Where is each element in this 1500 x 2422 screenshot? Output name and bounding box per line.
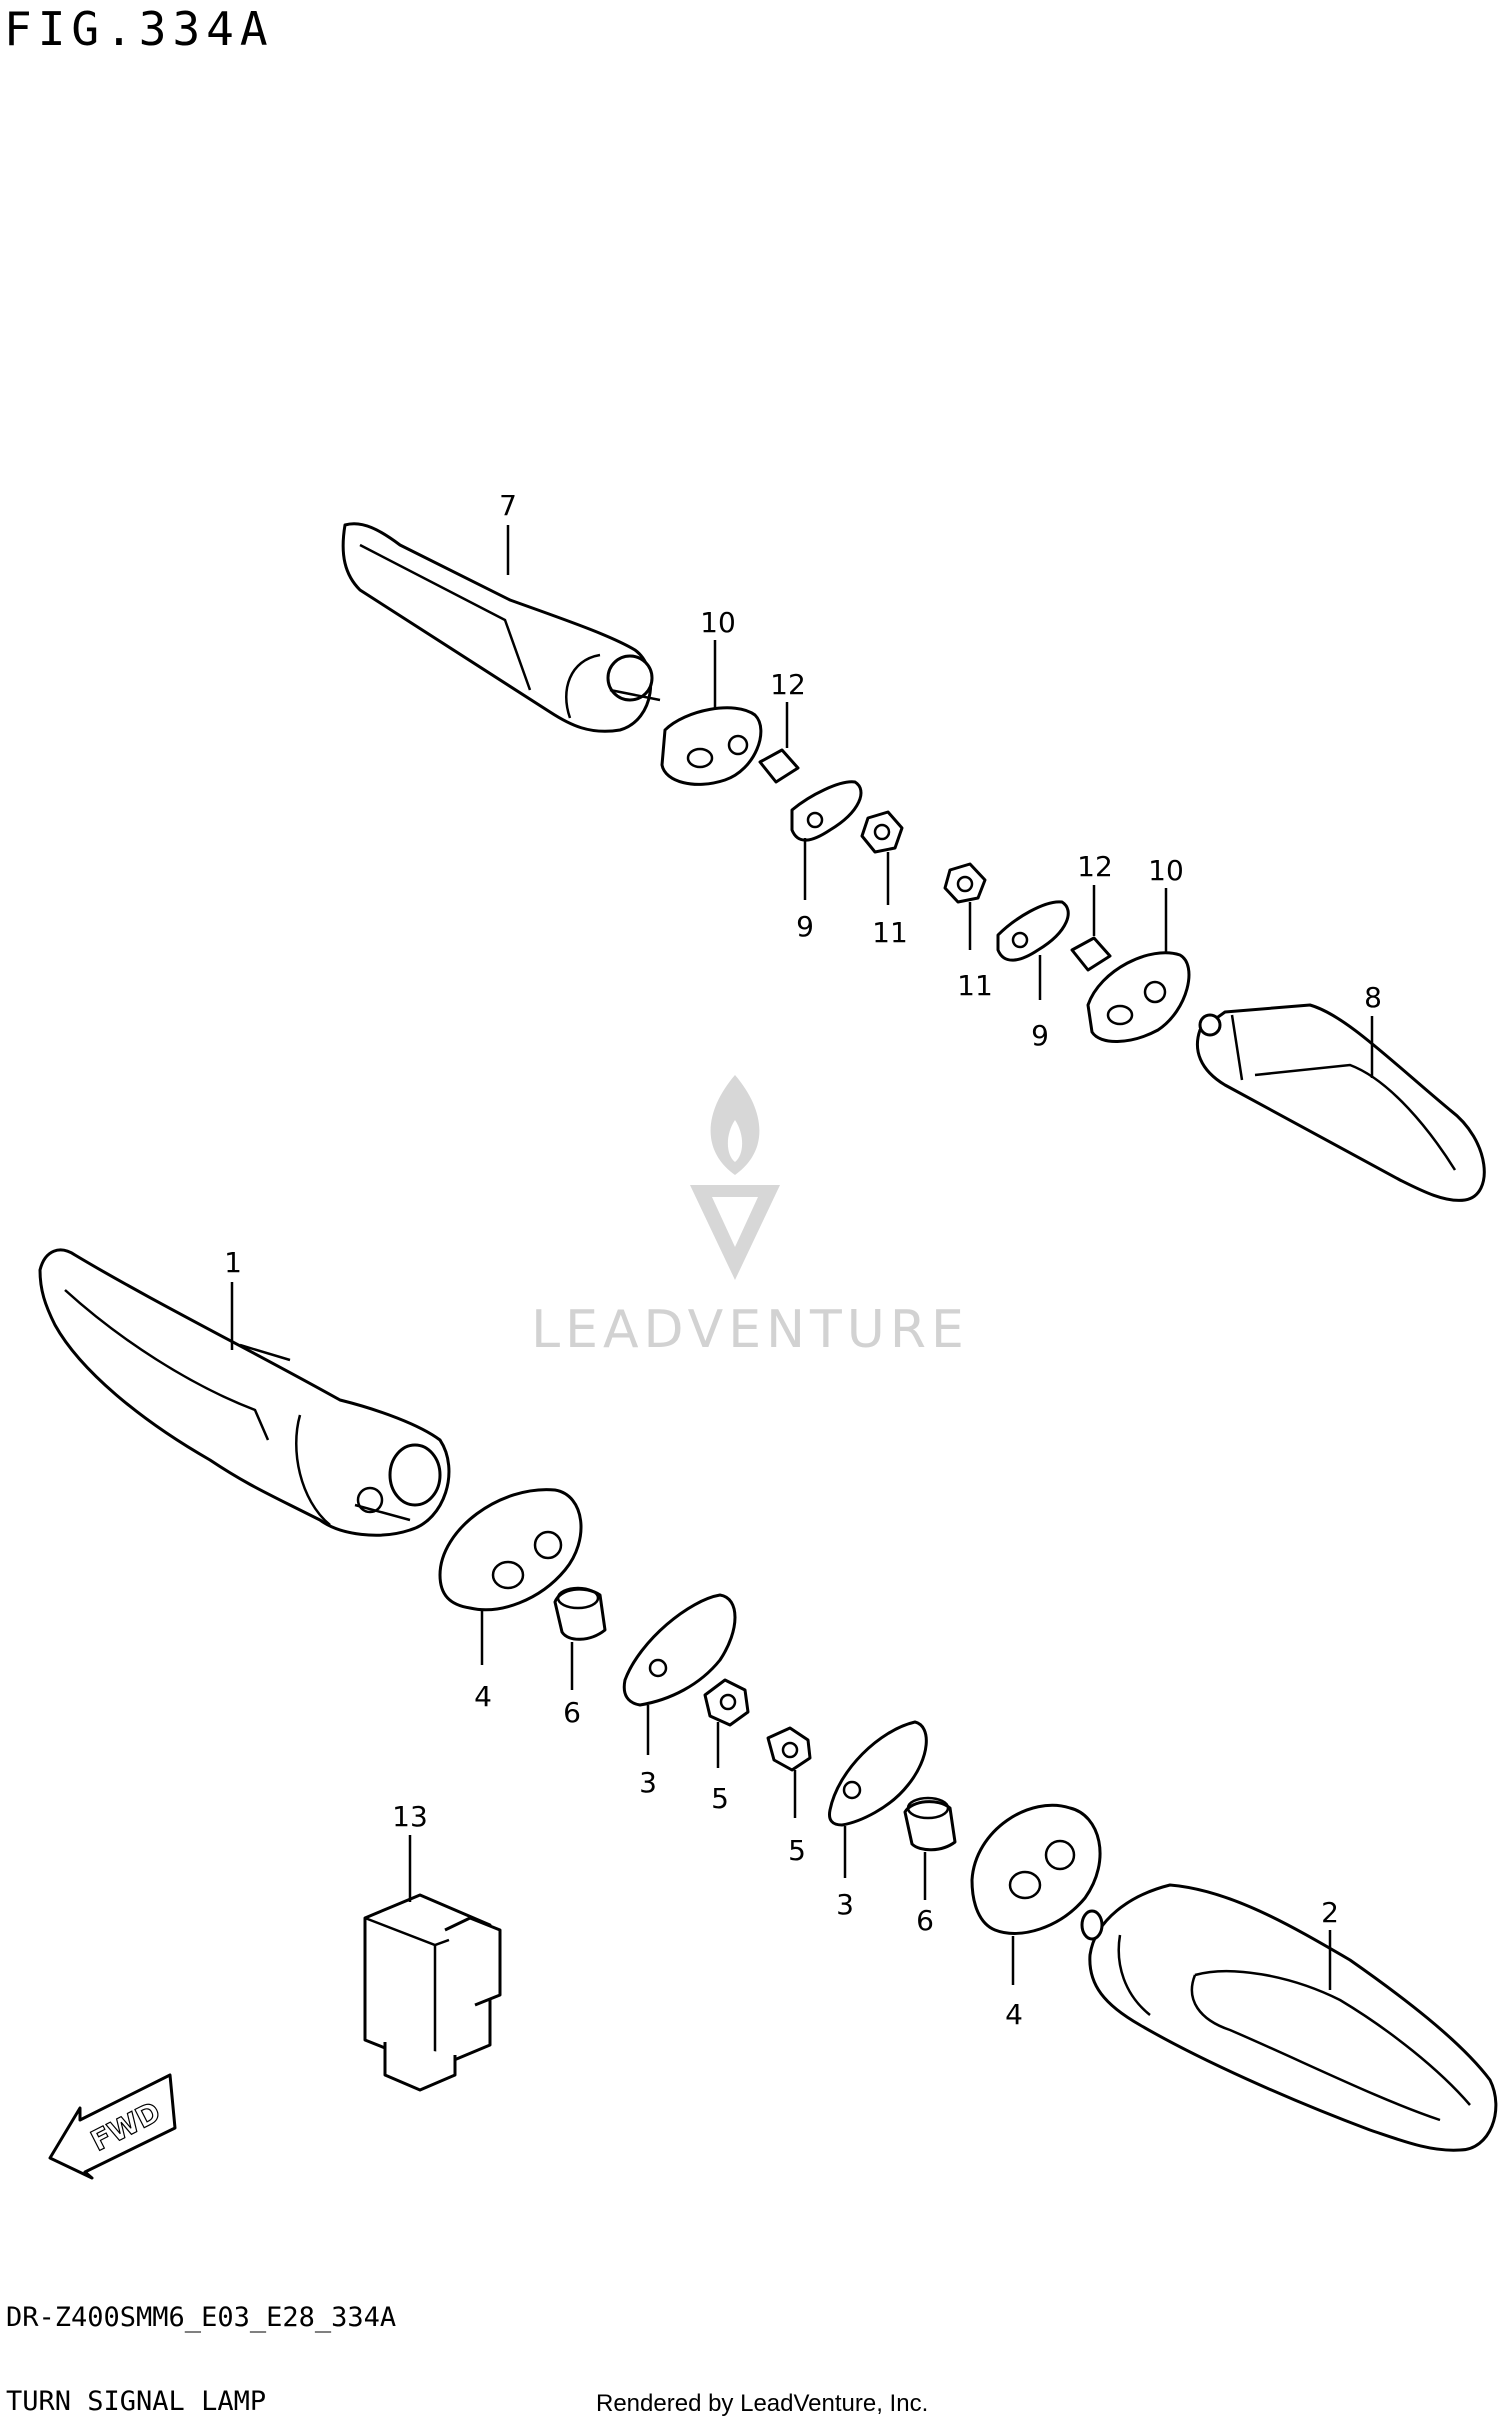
part-7-rear-left-turn-signal[interactable] xyxy=(341,522,661,733)
part-4-front-grommet-left[interactable] xyxy=(438,1488,583,1612)
rendered-by: Rendered by LeadVenture, Inc. xyxy=(596,2390,929,2417)
part-12-rear-collar-right[interactable] xyxy=(1070,936,1112,972)
fwd-direction-arrow: FWD xyxy=(48,2073,177,2180)
callout-5-right: 5 xyxy=(788,1834,806,1867)
callout-3-left: 3 xyxy=(639,1766,657,1799)
callout-12-left: 12 xyxy=(770,668,806,701)
part-10-rear-grommet-right[interactable] xyxy=(1086,951,1191,1043)
watermark-v-icon xyxy=(690,1185,780,1280)
part-13-turn-signal-relay[interactable] xyxy=(363,1893,502,2092)
watermark-text: LEADVENTURE xyxy=(531,1300,969,1360)
callout-3-right: 3 xyxy=(836,1888,854,1921)
fwd-arrow-icon xyxy=(48,2073,177,2180)
callout-13: 13 xyxy=(392,1800,428,1833)
figure-title: FIG.334A xyxy=(4,2,274,56)
callout-4-left: 4 xyxy=(474,1680,492,1713)
part-1-front-left-turn-signal[interactable] xyxy=(38,1248,451,1537)
callout-8: 8 xyxy=(1364,981,1382,1014)
callout-9-right: 9 xyxy=(1031,1019,1049,1052)
callout-1: 1 xyxy=(224,1246,242,1279)
callout-6-right: 6 xyxy=(916,1904,934,1937)
callout-11-left: 11 xyxy=(872,916,908,949)
callout-11-right: 11 xyxy=(957,969,993,1002)
callout-6-left: 6 xyxy=(563,1696,581,1729)
callout-5-left: 5 xyxy=(711,1782,729,1815)
part-8-rear-right-turn-signal[interactable] xyxy=(1195,1003,1486,1202)
part-2-front-right-turn-signal[interactable] xyxy=(1080,1883,1498,2152)
watermark-flame-icon xyxy=(710,1075,760,1175)
leadventure-watermark: LEADVENTURE xyxy=(531,1075,969,1360)
callout-7: 7 xyxy=(499,489,517,522)
callout-4-right: 4 xyxy=(1005,1998,1023,2031)
part-3-front-plate-left[interactable] xyxy=(622,1593,737,1707)
section-title: TURN SIGNAL LAMP xyxy=(6,2386,267,2417)
part-6-front-collar-right[interactable] xyxy=(903,1796,957,1852)
callout-10-right: 10 xyxy=(1148,854,1184,887)
callout-12-right: 12 xyxy=(1077,850,1113,883)
part-9-rear-plate-right[interactable] xyxy=(996,900,1070,962)
part-10-rear-grommet-left[interactable] xyxy=(660,706,763,786)
part-12-rear-collar-left[interactable] xyxy=(758,748,800,784)
part-3-front-plate-right[interactable] xyxy=(828,1720,928,1827)
callout-10-left: 10 xyxy=(700,606,736,639)
callout-9-left: 9 xyxy=(796,910,814,943)
model-code: DR-Z400SMM6_E03_E28_334A xyxy=(6,2302,397,2333)
part-4-front-grommet-right[interactable] xyxy=(970,1803,1102,1935)
part-6-front-collar-left[interactable] xyxy=(553,1586,607,1641)
part-11-rear-nut-right[interactable] xyxy=(943,862,987,904)
part-9-rear-plate-left[interactable] xyxy=(790,780,863,842)
part-11-rear-nut-left[interactable] xyxy=(860,810,904,854)
part-5-front-nut-right[interactable] xyxy=(766,1726,812,1772)
callout-2: 2 xyxy=(1321,1896,1339,1929)
part-5-front-nut-left[interactable] xyxy=(703,1678,750,1727)
